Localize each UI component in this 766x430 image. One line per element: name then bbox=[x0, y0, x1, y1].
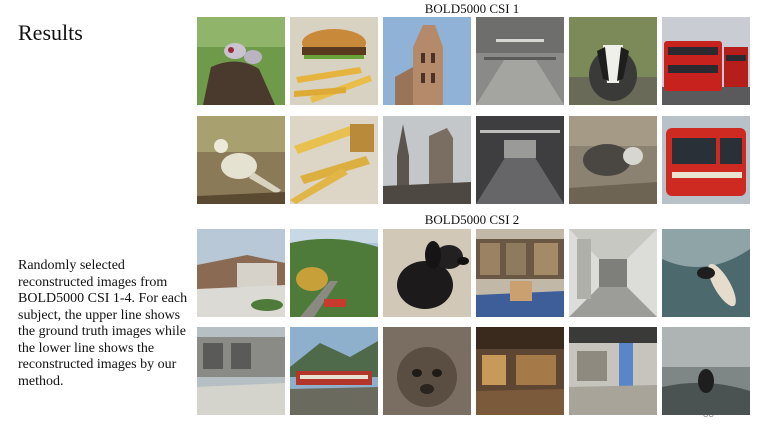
csi1-gt-badger bbox=[569, 17, 657, 105]
section-label-csi1: BOLD5000 CSI 1 bbox=[424, 1, 520, 16]
csi1-recon-fries bbox=[290, 116, 378, 204]
csi1-gt-burger-fries bbox=[290, 17, 378, 105]
csi2-gt-corridor bbox=[569, 229, 657, 317]
csi2-gt-library bbox=[476, 229, 564, 317]
csi2-gt-black-dog bbox=[383, 229, 471, 317]
csi1-recon-red-bus bbox=[662, 116, 750, 204]
slide-title: Results bbox=[18, 20, 83, 45]
csi1-recon-tunnel bbox=[476, 116, 564, 204]
csi2-recon-building bbox=[197, 327, 285, 415]
csi1-gt-tower bbox=[383, 17, 471, 105]
csi1-recon-tower bbox=[383, 116, 471, 204]
csi2-gt-driveway bbox=[197, 229, 285, 317]
csi1-gt-parking-garage bbox=[476, 17, 564, 105]
csi1-gt-red-buses bbox=[662, 17, 750, 105]
csi2-gt-railway bbox=[290, 229, 378, 317]
csi2-gt-surfer bbox=[662, 229, 750, 317]
section-label-csi2: BOLD5000 CSI 2 bbox=[424, 212, 520, 227]
slide-caption: Randomly selected reconstructed images f… bbox=[18, 258, 188, 389]
csi2-recon-train bbox=[290, 327, 378, 415]
csi1-gt-birds-on-rock bbox=[197, 17, 285, 105]
csi2-recon-interior bbox=[476, 327, 564, 415]
csi1-recon-animal bbox=[569, 116, 657, 204]
csi1-recon-bird bbox=[197, 116, 285, 204]
csi2-recon-water bbox=[662, 327, 750, 415]
csi2-recon-hall bbox=[569, 327, 657, 415]
csi2-recon-dog bbox=[383, 327, 471, 415]
